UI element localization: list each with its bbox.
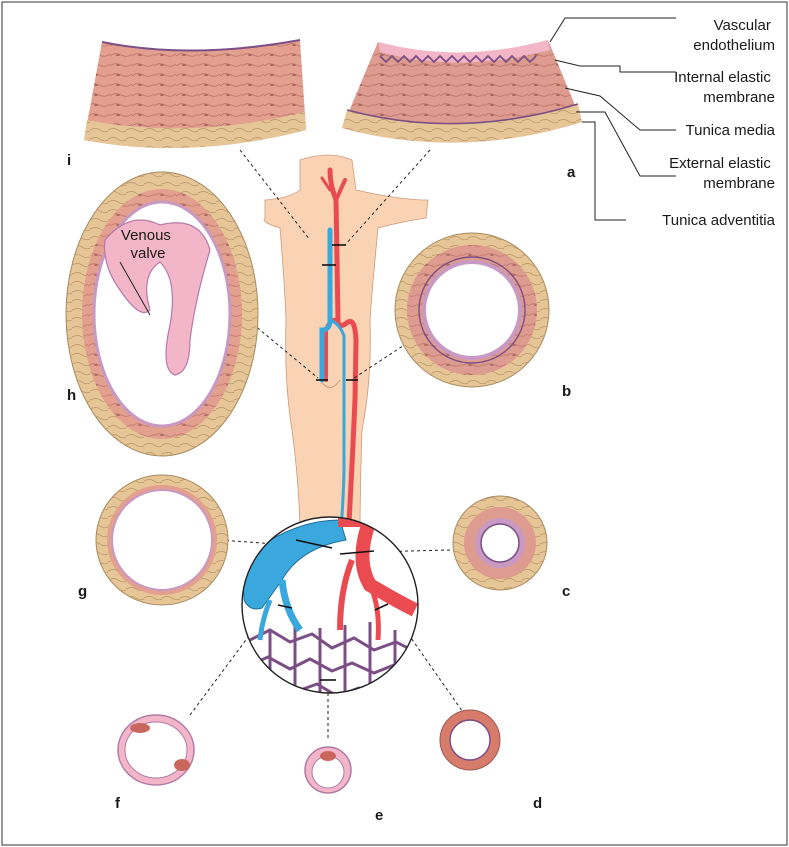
panel-letter-b: b [562,383,571,400]
panel-a-artery-wall [342,40,582,143]
panel-e-capillary [305,747,351,793]
panel-f-venule [118,715,194,785]
panel-letter-f: f [115,795,121,812]
label-external-elastic-membrane: External elastic membrane [669,155,775,192]
panel-letter-i: i [67,152,71,169]
panel-d-arteriole [440,710,500,770]
label-vascular-endothelium: Vascular endothelium [693,17,775,54]
panel-letter-g: g [78,583,87,600]
panel-letter-e: e [375,807,383,824]
panel-c-artery-ring [453,496,547,590]
panel-letter-a: a [567,164,576,181]
panel-i-vein-wall [84,40,306,148]
panel-g-vein-ring [96,475,228,605]
panel-h-vein-valve: Venous valve [66,172,258,456]
panel-letter-d: d [533,795,542,812]
panel-letter-c: c [562,583,570,600]
label-tunica-adventitia: Tunica adventitia [662,212,776,229]
label-tunica-media: Tunica media [686,122,776,139]
panel-letter-h: h [67,387,76,404]
panel-b-artery-ring [395,233,549,387]
magnifier-capillary-bed [242,517,418,718]
label-internal-elastic-membrane: Internal elastic membrane [674,69,775,106]
